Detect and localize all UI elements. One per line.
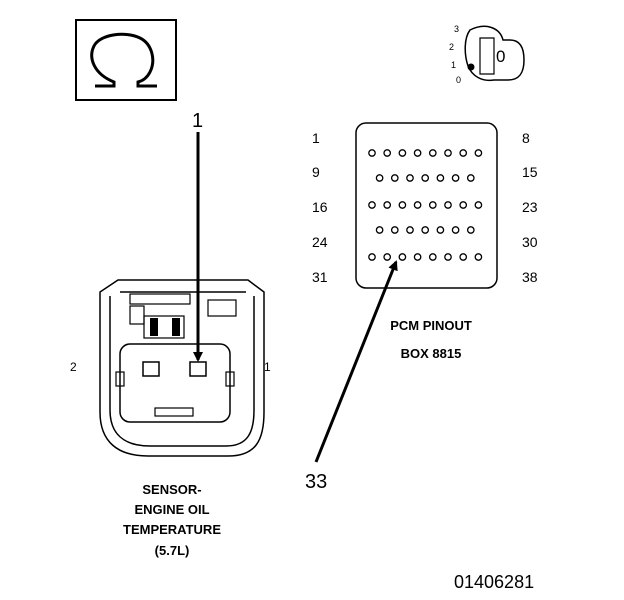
ignition-position-0: 0 <box>456 75 462 85</box>
ohm-symbol-box <box>75 19 177 101</box>
pcm-pin <box>466 226 475 234</box>
pcm-pin <box>421 226 430 234</box>
ohm-icon <box>90 32 157 88</box>
pcm-pin <box>413 253 422 261</box>
connector-pin-label-left: 2 <box>70 360 77 374</box>
pcm-pin <box>436 226 445 234</box>
pcm-pin <box>368 253 376 261</box>
connector-caption-line-4: (5.7L) <box>154 543 190 558</box>
ignition-key-label: 0 <box>496 47 506 66</box>
pcm-pin <box>428 201 437 209</box>
pcm-pin <box>459 201 468 209</box>
pcm-pin <box>459 149 468 157</box>
pcm-pin <box>451 226 460 234</box>
pcm-row-label-left-5: 31 <box>312 269 328 285</box>
pcm-connector <box>355 122 498 289</box>
pcm-row-label-left-4: 24 <box>312 234 328 250</box>
ignition-position-1: 1 <box>451 60 457 70</box>
pcm-pin <box>398 149 407 157</box>
pcm-pin <box>383 201 392 209</box>
pcm-row-label-left-3: 16 <box>312 199 328 215</box>
pcm-pin <box>428 149 437 157</box>
pcm-row-label-left-2: 9 <box>312 164 320 180</box>
pcm-row-label-right-4: 30 <box>522 234 538 250</box>
pcm-pin <box>474 201 483 209</box>
pcm-pin <box>428 253 437 261</box>
pcm-pin <box>459 253 468 261</box>
sensor-connector <box>99 279 265 457</box>
connector-caption-line-2: ENGINE OIL <box>134 502 210 517</box>
ignition-position-2: 2 <box>449 42 455 52</box>
pcm-row-label-right-5: 38 <box>522 269 538 285</box>
pcm-pin <box>436 174 445 182</box>
pcm-pin <box>444 149 452 157</box>
connector-caption-line-3: TEMPERATURE <box>123 522 221 537</box>
pcm-pin <box>413 149 422 157</box>
ignition-switch-icon <box>464 25 525 82</box>
pcm-pin <box>444 253 452 261</box>
pcm-pin <box>398 253 407 261</box>
pcm-pin <box>451 174 460 182</box>
pcm-pin <box>368 149 376 157</box>
pcm-pin <box>466 174 475 182</box>
pcm-pin-grid <box>368 149 483 261</box>
pcm-pin <box>398 201 407 209</box>
pcm-callout-label: 33 <box>305 471 328 493</box>
connector-callout-label: 1 <box>192 110 204 132</box>
pcm-pin <box>444 201 452 209</box>
pcm-pin <box>390 174 399 182</box>
pcm-row-label-right-2: 15 <box>522 164 538 180</box>
callout-33-arrow <box>314 260 398 463</box>
pcm-pin <box>406 226 414 234</box>
pcm-caption-line-1: PCM PINOUT <box>390 318 472 333</box>
pcm-pin <box>368 201 376 209</box>
pcm-pin <box>421 174 430 182</box>
pcm-pin <box>390 226 399 234</box>
connector-caption-line-1: SENSOR- <box>142 482 202 497</box>
ignition-position-3: 3 <box>454 24 460 34</box>
pcm-row-label-left-1: 1 <box>312 130 320 146</box>
pcm-pin <box>375 174 384 182</box>
pcm-pin <box>474 253 483 261</box>
connector-pin-label-right: 1 <box>264 360 271 374</box>
pcm-pin <box>383 149 392 157</box>
pcm-caption-line-2: BOX 8815 <box>400 346 462 361</box>
pcm-pin <box>375 226 384 234</box>
pcm-pin <box>413 201 422 209</box>
pcm-row-label-right-3: 23 <box>522 199 538 215</box>
figure-id: 01406281 <box>454 572 535 592</box>
pcm-row-label-right-1: 8 <box>522 130 530 146</box>
pcm-pin <box>383 253 392 261</box>
pcm-pin <box>474 149 483 157</box>
pcm-pin <box>406 174 414 182</box>
